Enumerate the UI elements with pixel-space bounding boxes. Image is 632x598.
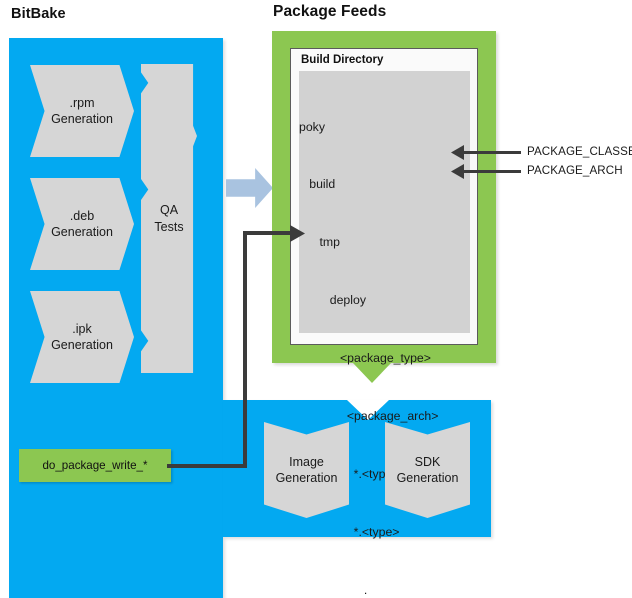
package-classes-arrow-line (463, 151, 521, 154)
sdk-generation-box[interactable]: SDK Generation (385, 422, 470, 518)
package-classes-label: PACKAGE_CLASSES (527, 145, 632, 158)
qa-tests-box[interactable]: QA Tests (141, 64, 197, 373)
package-arch-arrow-line (463, 170, 521, 173)
image-generation-box[interactable]: Image Generation (264, 422, 349, 518)
deb-generation-box[interactable]: .deb Generation (30, 178, 134, 270)
connector-segment-horizontal-bottom (167, 464, 247, 468)
image-generation-label-1: Image (289, 454, 324, 469)
tree-line: . (299, 582, 368, 597)
qa-tests-label-2: Tests (154, 219, 184, 234)
deb-generation-label-2: Generation (51, 225, 113, 239)
build-directory-tree: poky build tmp deploy <package_type> <pa… (299, 71, 470, 597)
deb-generation-label-1: .deb (69, 208, 95, 223)
connector-segment-horizontal-top (243, 231, 299, 235)
rpm-generation-label-1: .rpm (69, 95, 95, 110)
rpm-generation-box[interactable]: .rpm Generation (30, 65, 134, 157)
ipk-generation-label-2: Generation (51, 338, 113, 352)
qa-tests-label-1: QA (159, 202, 179, 217)
do-package-write-task-box[interactable]: do_package_write_* (19, 449, 171, 482)
sdk-generation-label-1: SDK (414, 454, 441, 469)
tree-line: deploy (299, 293, 366, 308)
tree-line: <package_arch> (299, 409, 439, 424)
tree-line: *.<type> (299, 524, 400, 539)
connector-segment-vertical (243, 231, 247, 468)
bitbake-to-package-feeds-arrow-icon (226, 168, 273, 208)
package-arch-label: PACKAGE_ARCH (527, 164, 623, 177)
rpm-generation-label-2: Generation (51, 112, 113, 126)
tree-line: poky (299, 119, 325, 134)
build-directory-title: Build Directory (301, 54, 384, 66)
bitbake-title: BitBake (11, 6, 66, 22)
tree-line: build (299, 177, 336, 192)
package-feeds-title: Package Feeds (273, 3, 387, 20)
ipk-generation-box[interactable]: .ipk Generation (30, 291, 134, 383)
image-generation-label-2: Generation (275, 471, 338, 485)
sdk-generation-label-2: Generation (396, 471, 459, 485)
tree-line: <package_type> (299, 351, 431, 366)
tree-line: tmp (299, 235, 340, 250)
ipk-generation-label-1: .ipk (72, 321, 92, 336)
do-package-write-label: do_package_write_* (42, 459, 148, 472)
